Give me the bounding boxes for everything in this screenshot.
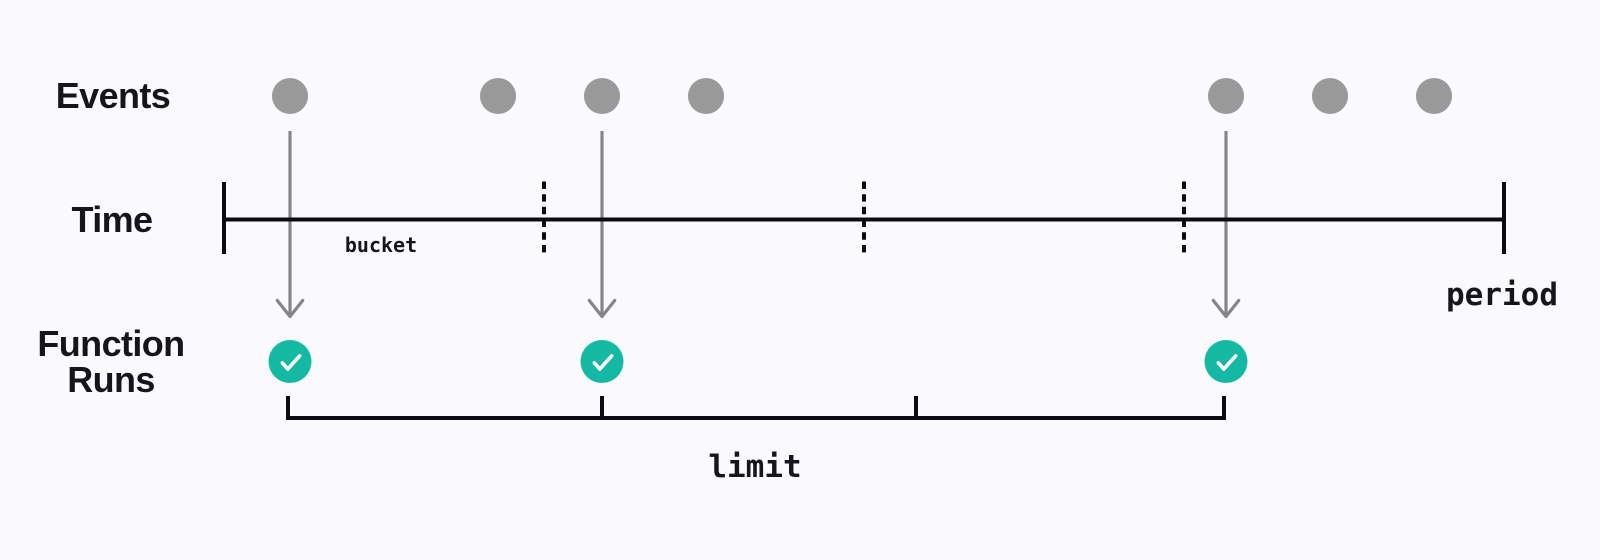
run-badge <box>1204 340 1248 383</box>
event-dot <box>1312 78 1348 114</box>
events-layer <box>272 78 1452 114</box>
arrows-layer <box>275 131 1241 319</box>
period-label: period <box>1446 277 1558 313</box>
run-badge <box>580 340 624 383</box>
runs-layer <box>268 340 1248 383</box>
function-runs-row-label-line2: Runs <box>67 359 155 400</box>
arrow-head <box>275 298 305 319</box>
check-icon <box>592 354 614 371</box>
event-dot <box>1416 78 1452 114</box>
check-icon <box>1216 354 1238 371</box>
limit-bracket <box>286 396 1226 420</box>
check-icon <box>280 354 302 371</box>
event-dot <box>480 78 516 114</box>
arrow-head <box>587 298 617 319</box>
event-dot <box>1208 78 1244 114</box>
limit-label: limit <box>708 449 801 485</box>
event-dot <box>272 78 308 114</box>
event-dot <box>584 78 620 114</box>
timeline-layer <box>222 181 1506 258</box>
events-row-label: Events <box>56 75 170 116</box>
function-runs-row-label-line1: Function <box>37 323 184 364</box>
bucket-label: bucket <box>345 233 417 257</box>
bracket-layer <box>286 396 1226 420</box>
time-row-label: Time <box>72 199 153 240</box>
run-badge <box>268 340 312 383</box>
arrow-head <box>1211 298 1241 319</box>
event-dot <box>688 78 724 114</box>
